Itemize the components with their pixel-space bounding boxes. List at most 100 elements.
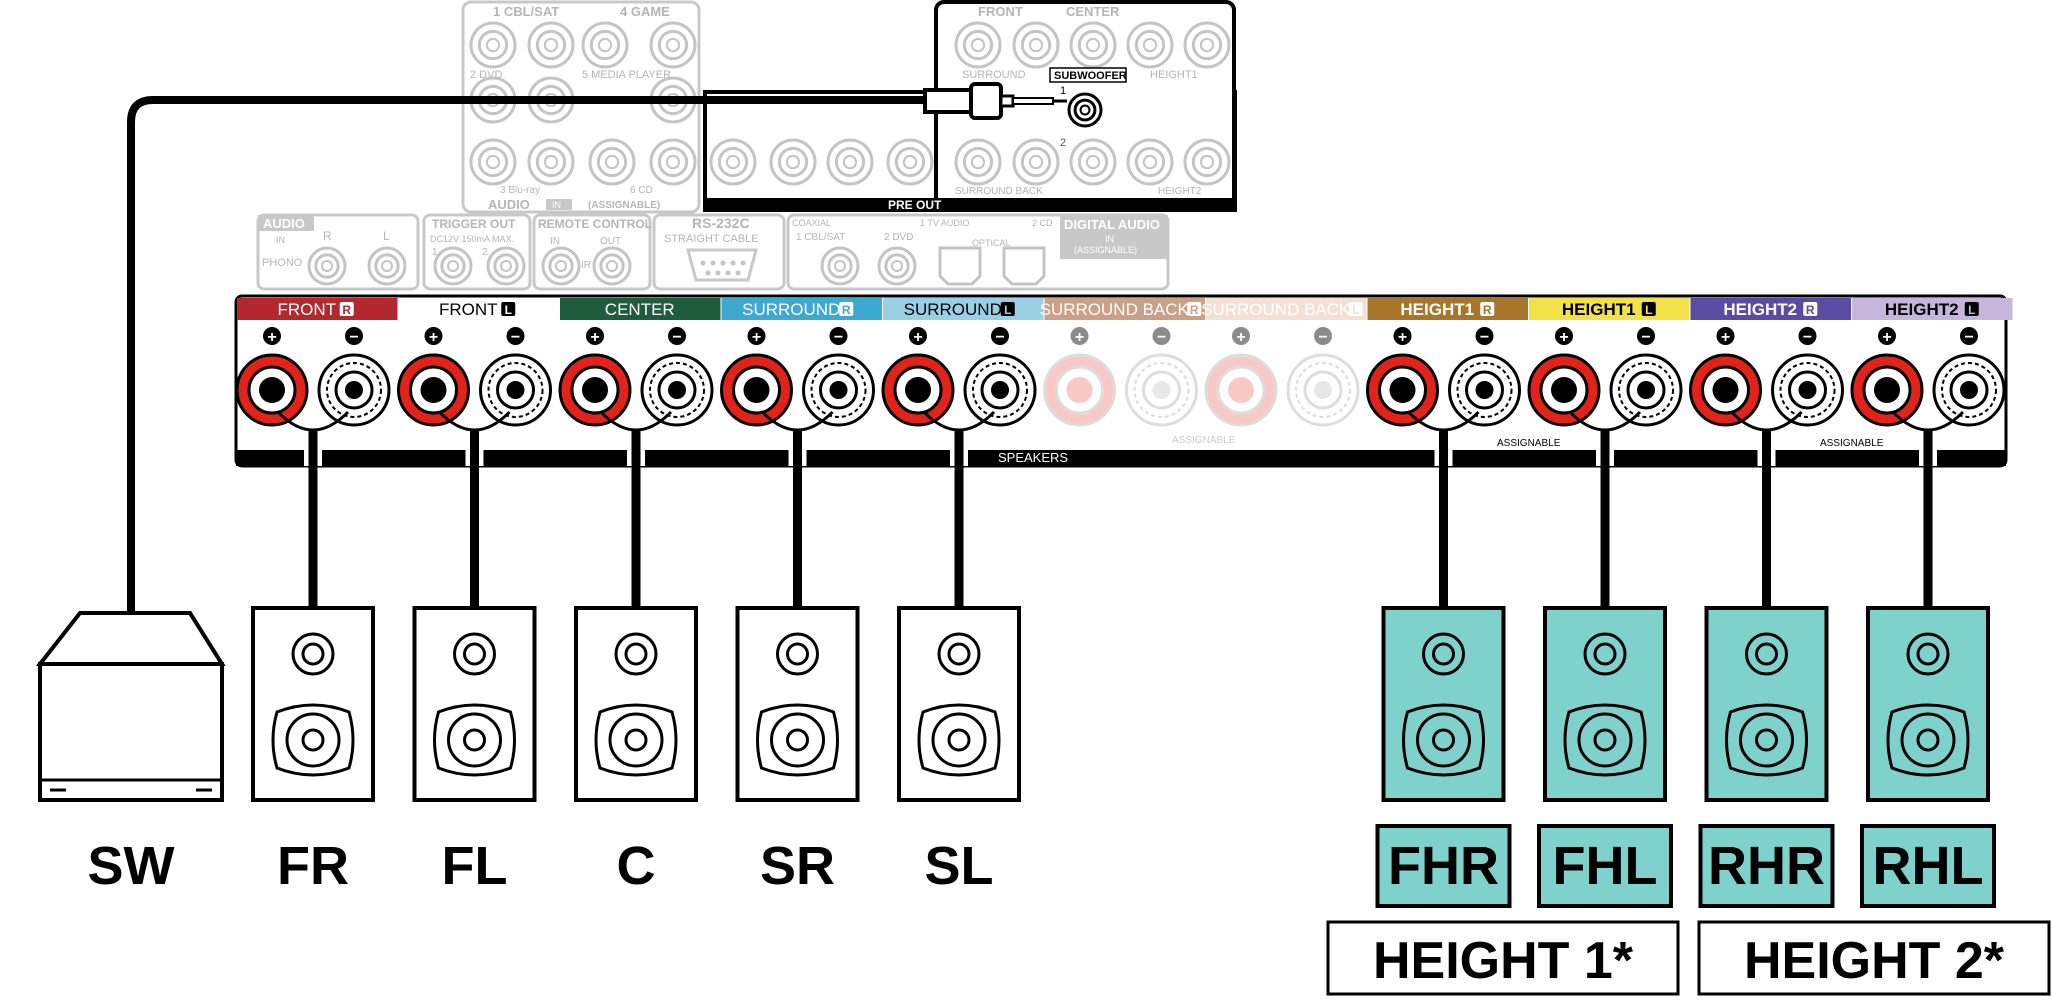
speaker-sl: SL <box>897 606 1021 896</box>
speaker-label: FHL <box>1553 836 1658 896</box>
digital-coax2: 2 DVD <box>884 232 913 243</box>
audio-in-jack <box>649 21 697 69</box>
pre-out-jacks <box>709 21 1231 186</box>
pre-out-jack <box>1012 21 1060 69</box>
audio-in-assignable: (ASSIGNABLE) <box>588 200 660 211</box>
terminal-polarity: − <box>1480 329 1489 346</box>
terminal-polarity: − <box>834 329 843 346</box>
speakers-label: SPEAKERS <box>998 450 1068 465</box>
speaker-fl: FL <box>412 606 537 896</box>
subwoofer <box>35 611 226 802</box>
channel-side: R <box>1190 303 1199 317</box>
connector-jack <box>877 246 917 286</box>
channel-name: SURROUND <box>742 300 840 319</box>
pre-out-height2: HEIGHT2 <box>1158 186 1202 197</box>
audio-in-row3-a: 3 Blu-ray <box>500 185 540 196</box>
channel-side: R <box>1806 303 1815 317</box>
terminal-polarity: − <box>349 329 358 346</box>
channel-side: L <box>1004 303 1011 317</box>
speaker-wires <box>276 410 1965 608</box>
pre-out-surround-back: SURROUND BACK <box>955 186 1043 197</box>
height-2-label: HEIGHT 2* <box>1744 932 2005 990</box>
pre-out-label: PRE OUT <box>888 198 942 212</box>
channel-side: R <box>342 303 351 317</box>
remote-in: IN <box>550 236 560 247</box>
pre-out-center: CENTER <box>1066 4 1120 19</box>
remote-control-label: REMOTE CONTROL <box>538 217 652 231</box>
terminal-polarity: + <box>1559 329 1568 346</box>
terminal-polarity: + <box>267 329 276 346</box>
pre-out-jack <box>826 138 874 186</box>
subwoofer-jack <box>1067 92 1103 128</box>
terminal-polarity: − <box>672 329 681 346</box>
connector-jack <box>367 246 407 286</box>
pre-out-jack <box>1183 21 1231 69</box>
speaker-fhr: FHR <box>1375 606 1512 908</box>
speaker-label: FR <box>277 836 349 896</box>
audio-in-jack <box>581 21 629 69</box>
rs232c-label: RS-232C <box>692 215 750 231</box>
channel-side: R <box>842 303 851 317</box>
terminal-polarity: − <box>1157 329 1166 346</box>
terminal-polarity: + <box>590 329 599 346</box>
pre-out-jack <box>954 21 1002 69</box>
channel-header: FRONT R <box>237 298 398 320</box>
speaker-terminals: +−+−+−+−+−+−+−+−+−+−+− <box>235 327 2006 427</box>
channel-name: FRONT <box>277 300 336 319</box>
remote-ir: IR <box>581 260 591 271</box>
terminal-pair: +− <box>1527 327 1683 427</box>
speaker-rhr: RHR <box>1698 606 1835 908</box>
terminal-pair: +− <box>1850 327 2006 427</box>
connector-jack <box>820 246 860 286</box>
digital-optical: OPTICAL <box>972 238 1011 248</box>
audio-in-row1-a: 1 CBL/SAT <box>493 4 559 19</box>
pre-out-jack <box>1126 21 1174 69</box>
height-1-label: HEIGHT 1* <box>1373 932 1634 990</box>
digital-assignable: (ASSIGNABLE) <box>1074 245 1137 255</box>
terminal-pair: +− <box>720 327 875 427</box>
terminal-pair: +− <box>1043 327 1198 427</box>
channel-name: FRONT <box>439 300 498 319</box>
trigger-out-1: 1 <box>432 247 438 258</box>
speaker-label: RHR <box>1708 836 1825 896</box>
connector-jack <box>486 246 526 286</box>
channel-name: CENTER <box>605 300 675 319</box>
assignable-label-1: ASSIGNABLE <box>1172 435 1236 446</box>
pre-out-panel: FRONT CENTER SURROUND SUBWOOFER 1 2 HEIG… <box>703 0 1237 212</box>
connector-row-jacks <box>307 246 1046 286</box>
pre-out-sub2: 2 <box>1060 137 1066 149</box>
digital-tv-audio: 1 TV AUDIO <box>920 218 969 228</box>
channel-name: HEIGHT2 <box>1723 300 1797 319</box>
trigger-out-spec: DC12V 150mA MAX. <box>430 234 514 244</box>
terminal-polarity: + <box>1398 329 1407 346</box>
remote-out: OUT <box>600 236 621 247</box>
audio-in-row2-b: 5 MEDIA PLAYER <box>582 69 671 81</box>
speaker-sr: SR <box>735 606 860 896</box>
terminal-polarity: + <box>1236 329 1245 346</box>
connector-jack <box>307 246 347 286</box>
terminal-polarity: + <box>429 329 438 346</box>
pre-out-surround: SURROUND <box>962 69 1026 81</box>
pre-out-sub1: 1 <box>1060 85 1066 97</box>
terminal-pair: +− <box>397 327 552 427</box>
audio-in-jack <box>527 21 575 69</box>
pre-out-jack <box>954 138 1002 186</box>
channel-side: R <box>1483 303 1492 317</box>
pre-out-front: FRONT <box>978 4 1023 19</box>
pre-out-jack <box>1183 138 1231 186</box>
pre-out-jack <box>769 138 817 186</box>
pre-out-jack <box>1069 21 1117 69</box>
subwoofer-cable <box>127 82 1067 612</box>
channel-side: L <box>1645 303 1652 317</box>
speaker-fhl: FHL <box>1537 606 1673 908</box>
subwoofer-label: SW <box>88 836 175 896</box>
channel-name: HEIGHT1 <box>1562 300 1636 319</box>
connector-jack <box>592 246 632 286</box>
